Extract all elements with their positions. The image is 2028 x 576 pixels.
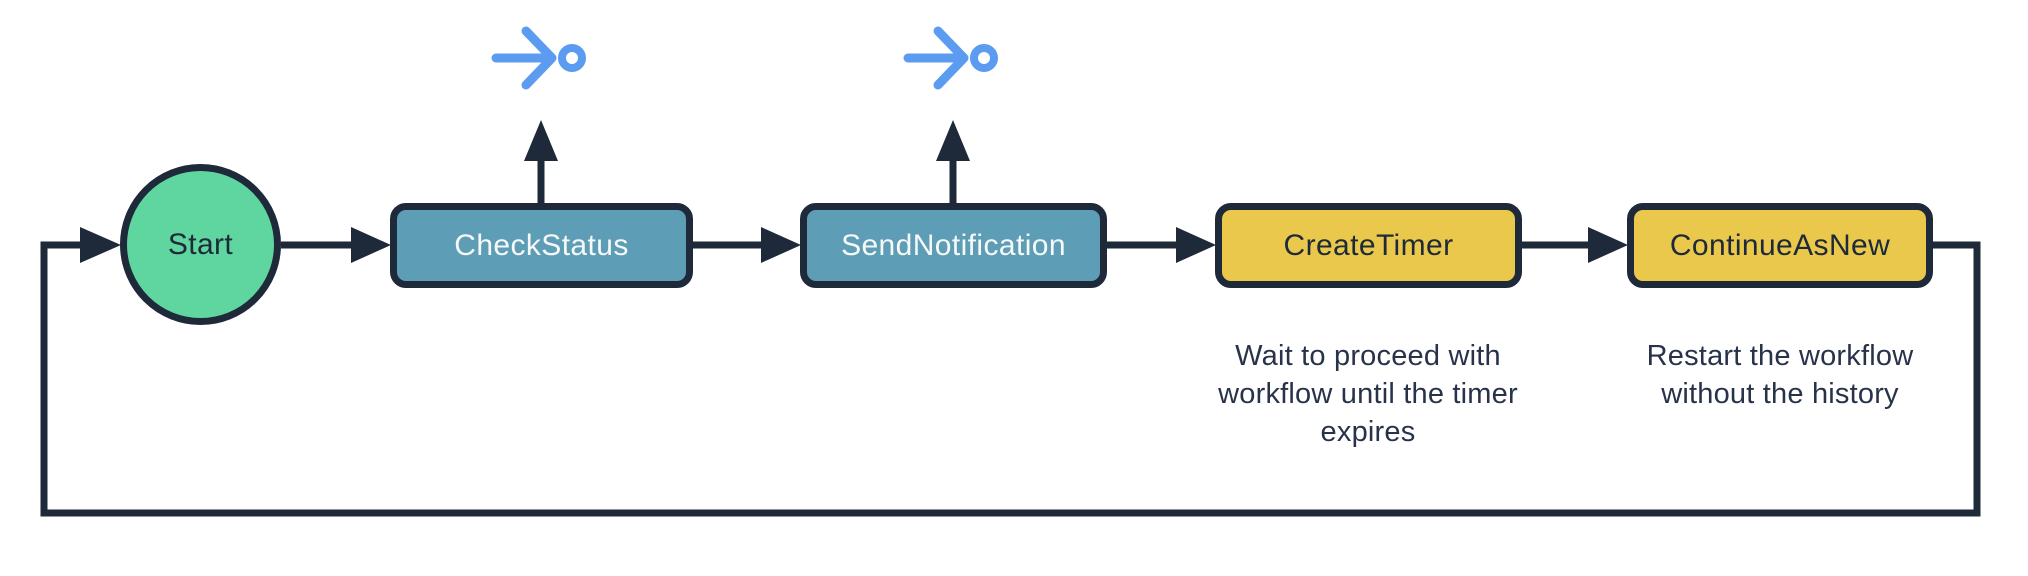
node-start: Start [120, 164, 281, 325]
node-check-status: CheckStatus [390, 203, 693, 288]
node-create-timer-label: CreateTimer [1283, 228, 1454, 262]
caption-create-timer-line-3: expires [1320, 416, 1416, 448]
node-send-notification-label: SendNotification [841, 228, 1066, 262]
connector-create-timer-to-continue-as-new [1522, 227, 1628, 263]
caption-create-timer-line-1: Wait to proceed with [1235, 340, 1501, 372]
node-send-notification: SendNotification [800, 203, 1107, 288]
caption-create-timer: Wait to proceed with workflow until the … [1188, 337, 1548, 451]
connector-check-status-to-send-notification [693, 227, 801, 263]
signal-sent-icon [491, 26, 586, 90]
node-check-status-label: CheckStatus [454, 228, 629, 262]
connector-send-notification-to-create-timer [1107, 227, 1216, 263]
node-start-label: Start [167, 227, 234, 261]
caption-continue-as-new: Restart the workflow without the history [1600, 337, 1960, 413]
caption-continue-as-new-line-1: Restart the workflow [1646, 340, 1914, 372]
loop-back-connector [40, 227, 1981, 517]
node-create-timer: CreateTimer [1215, 203, 1522, 288]
caption-create-timer-line-2: workflow until the timer [1218, 378, 1518, 410]
connector-start-to-check-status [281, 227, 391, 263]
signal-sent-icon [903, 26, 998, 90]
node-continue-as-new-label: ContinueAsNew [1669, 228, 1891, 262]
node-continue-as-new: ContinueAsNew [1627, 203, 1933, 288]
caption-continue-as-new-line-2: without the history [1661, 378, 1899, 410]
signal-arrow-check-status [524, 120, 558, 204]
signal-arrow-send-notification [936, 120, 970, 204]
